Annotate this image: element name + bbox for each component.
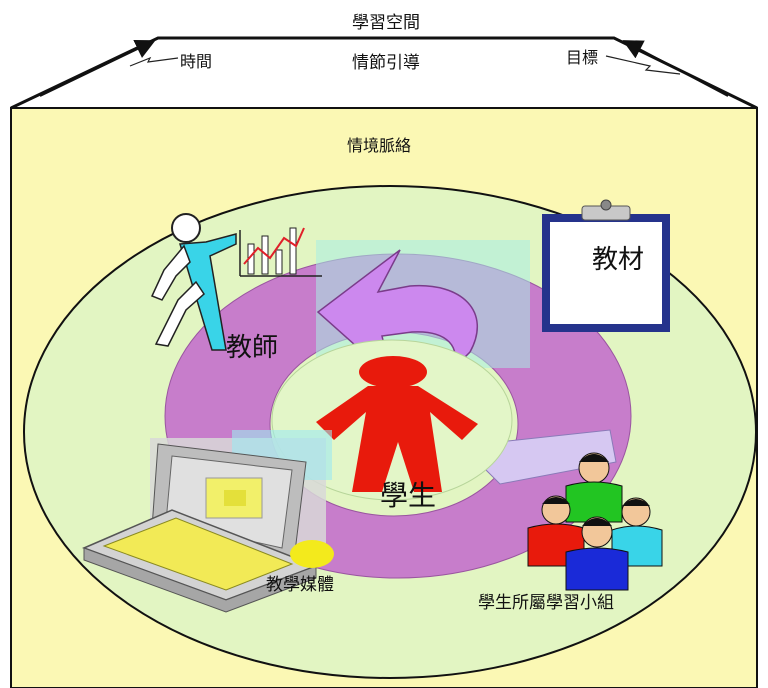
context-label: 情境脈絡 [347,136,412,155]
student-group-icon [527,452,663,591]
time-callout [129,56,179,67]
goal-callout [605,55,681,75]
teacher-pointing-figure-icon [150,213,237,351]
learning-space-title: 學習空間 [352,13,420,33]
student-figure-icon [316,356,478,492]
time-arrow [39,39,156,97]
student-label: 學生 [380,479,437,512]
media-label: 教學媒體 [266,575,334,595]
materials-label: 教材 [592,245,645,275]
clipboard-icon [542,199,670,332]
laptop-icon [81,430,334,613]
guidance-label: 情節引導 [352,53,420,73]
goal-label: 目標 [566,48,599,67]
teacher-label: 教師 [226,333,279,363]
time-label: 時間 [180,52,213,71]
line-chart-icon [239,227,322,277]
group-label: 學生所屬學習小組 [478,593,614,613]
goal-arrow [622,40,729,97]
